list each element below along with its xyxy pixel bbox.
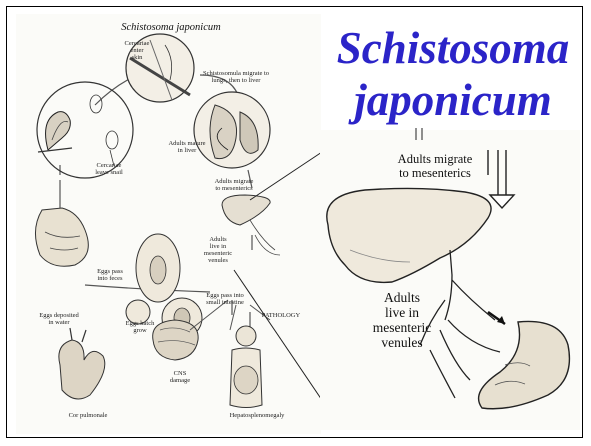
title-line-1: Schistosoma [318, 22, 588, 74]
label-eggs-pass-intestine: Eggs pass into small intestine [196, 292, 254, 306]
label-cercariae-leave: Cercariae leave snail [86, 162, 132, 176]
label-cercariae-enter: Cercariae enter skin [112, 40, 162, 61]
label-hepatosplenomegaly: Hepatosplenomegaly [220, 412, 294, 419]
label-eggs-deposited: Eggs deposited in water [30, 312, 88, 326]
slide-title: Schistosoma japonicum [318, 22, 588, 126]
label-cns-damage: CNS damage [160, 370, 200, 384]
label-cor-pulmonale: Cor pulmonale [58, 412, 118, 419]
label-eggs-hatch: Eggs hatch grow [120, 320, 160, 334]
zoom-label-adults-migrate: Adults migrate to mesenterics [380, 152, 490, 180]
label-adults-live: Adults live in mesenteric venules [196, 236, 240, 264]
label-adults-migrate: Adults migrate to mesenterics [205, 178, 263, 192]
lung-circle [194, 92, 270, 168]
label-pathology: PATHOLOGY [254, 312, 308, 319]
label-adults-mature: Adults mature in liver [164, 140, 210, 154]
zoom-label-adults-live: Adults live in mesenteric venules [362, 290, 442, 350]
label-migrate-lungs: Schistosomula migrate to lungs, then to … [196, 70, 276, 84]
lifecycle-title: Schistosoma japonicum [96, 22, 246, 33]
label-eggs-pass-feces: Eggs pass into feces [88, 268, 132, 282]
title-line-2: japonicum [318, 74, 588, 126]
